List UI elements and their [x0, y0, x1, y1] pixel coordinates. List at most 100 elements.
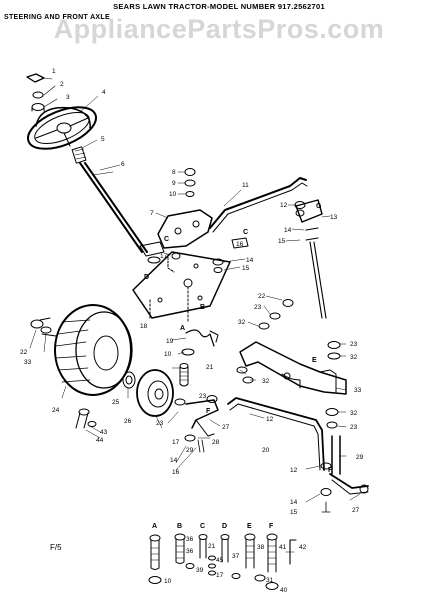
callout-36: 36	[186, 536, 194, 543]
letter-g: G	[316, 203, 322, 210]
bolt	[179, 363, 189, 387]
callout-33b: 33	[24, 359, 32, 366]
steering-shaft	[79, 162, 148, 253]
callout-27b: 27	[222, 424, 230, 431]
callout-4: 4	[102, 89, 106, 96]
callout-33: 33	[354, 387, 362, 394]
key-letter-c: C	[200, 523, 205, 530]
letter-a: A	[180, 325, 185, 332]
callout-5: 5	[101, 136, 105, 143]
hardware-key	[148, 533, 297, 590]
callout-17b: 17	[172, 439, 180, 446]
letter-c-gear: C	[243, 229, 248, 236]
page-code: F/5	[50, 543, 62, 552]
key-letter-a: A	[152, 523, 157, 530]
callout-23b: 23	[156, 420, 164, 427]
callout-32c: 32	[350, 354, 358, 361]
callout-15: 15	[278, 238, 286, 245]
callout-2: 2	[60, 81, 64, 88]
callout-32: 32	[238, 319, 246, 326]
callout-1: 1	[52, 68, 56, 75]
wheel-rim	[136, 369, 174, 417]
callout-10b: 10	[164, 351, 172, 358]
section-title: STEERING AND FRONT AXLE	[4, 14, 110, 21]
callout-17: 17	[160, 253, 168, 260]
axle-bolt	[75, 408, 97, 429]
letter-d-upper: D	[144, 274, 149, 281]
watermark: AppliancePartsPros.com	[53, 14, 385, 44]
steering-bushing	[71, 146, 87, 164]
callout-37: 37	[232, 553, 240, 560]
callout-23d: 23	[350, 424, 358, 431]
callout-42: 42	[299, 544, 307, 551]
bracket-fasteners	[149, 237, 249, 321]
callout-26: 26	[124, 418, 132, 425]
callout-13: 13	[330, 214, 338, 221]
steering-cap-stack	[26, 73, 58, 112]
wheel-bearing	[122, 371, 136, 389]
front-axle	[239, 341, 347, 395]
mounting-plate	[132, 251, 231, 323]
callout-labels: 1 2 3 4 5 6 7 8 9 10 11 12 13 14 15 14 1…	[20, 68, 364, 594]
spring-clip	[181, 329, 219, 356]
callout-43: 43	[100, 429, 108, 436]
callout-6: 6	[121, 161, 125, 168]
letter-c-upper: C	[164, 236, 169, 243]
callout-15b: 15	[242, 265, 250, 272]
callout-10c: 10	[164, 578, 172, 585]
callout-22b: 22	[20, 349, 28, 356]
callout-9: 9	[172, 180, 176, 187]
letter-e: E	[312, 357, 317, 364]
callout-38: 38	[257, 544, 265, 551]
washer-stack	[177, 168, 196, 197]
callout-41: 41	[279, 544, 287, 551]
callout-28: 28	[212, 439, 220, 446]
callout-21b: 21	[208, 543, 216, 550]
steering-arm	[294, 199, 327, 319]
front-tire	[54, 304, 133, 396]
page-title: SEARS LAWN TRACTOR-MODEL NUMBER 917.2562…	[113, 2, 325, 11]
callout-10: 10	[169, 191, 177, 198]
leader-lines	[29, 95, 361, 503]
callout-39: 39	[196, 567, 204, 574]
callout-21: 21	[206, 364, 214, 371]
callout-17c: 17	[216, 572, 224, 579]
callout-15c: 15	[290, 509, 298, 516]
callout-27: 27	[352, 507, 360, 514]
callout-20: 20	[262, 447, 270, 454]
callout-25: 25	[112, 399, 120, 406]
callout-22: 22	[258, 293, 266, 300]
left-spindle-arm	[174, 395, 219, 453]
callout-24: 24	[52, 407, 60, 414]
steering-wheel	[27, 106, 97, 150]
callout-23e: 23	[199, 393, 207, 400]
callout-23: 23	[254, 304, 262, 311]
key-letter-b: B	[177, 523, 182, 530]
callout-8: 8	[172, 169, 176, 176]
letter-f-left: F	[206, 408, 211, 415]
callout-12: 12	[280, 202, 288, 209]
callout-16: 16	[236, 241, 244, 248]
callout-45: 45	[216, 557, 224, 564]
callout-12b: 12	[290, 467, 298, 474]
drag-link	[209, 177, 308, 233]
left-hub-fasteners	[30, 317, 57, 337]
key-letter-f: F	[269, 523, 274, 530]
letter-b: B	[200, 304, 205, 311]
key-letter-d: D	[222, 523, 227, 530]
callout-31: 31	[266, 577, 274, 584]
callout-14c: 14	[290, 499, 298, 506]
callout-32e: 32	[262, 378, 270, 385]
key-letter-e: E	[247, 523, 252, 530]
callout-40: 40	[280, 587, 288, 594]
callout-12c: 12	[266, 416, 274, 423]
callout-3: 3	[66, 94, 70, 101]
right-spindle	[320, 435, 369, 513]
callout-19: 19	[166, 338, 174, 345]
reference-letters: D C C G A B E F F A B C D E F	[144, 203, 333, 530]
letter-f-right: F	[328, 467, 333, 474]
steering-gear-sector	[139, 209, 213, 264]
tie-rod	[227, 397, 325, 471]
callout-14d: 14	[170, 457, 178, 464]
